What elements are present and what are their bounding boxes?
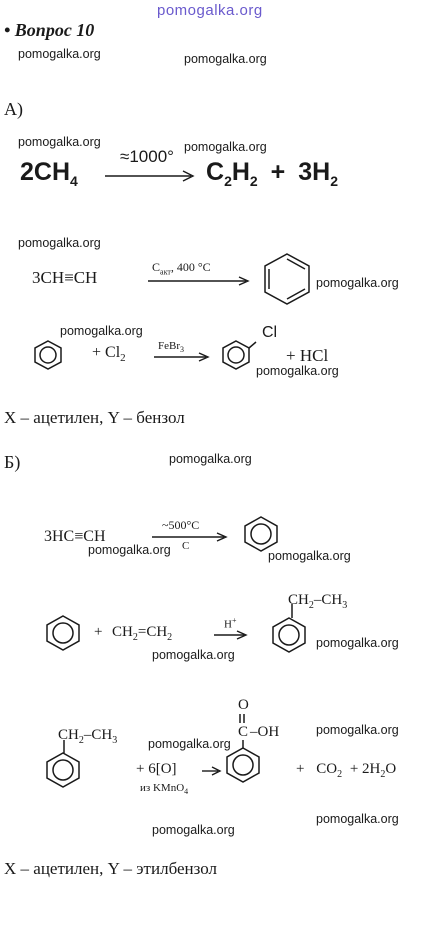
- a2-arrow: [148, 276, 250, 286]
- watermark: pomogalka.org: [184, 140, 267, 154]
- b2-substituent: CH2–CH3: [288, 592, 348, 611]
- a2-condition: Cакт, 400 °C: [152, 260, 211, 277]
- watermark: pomogalka.org: [60, 324, 143, 338]
- chlorobenzene-ring-icon: [222, 340, 257, 370]
- watermark: pomogalka.org: [148, 737, 231, 751]
- a3-reagent: + Cl2: [92, 344, 126, 365]
- watermark: pomogalka.org: [88, 543, 171, 557]
- answer-b: X – ацетилен, Y – этилбензол: [4, 859, 218, 878]
- watermark: pomogalka.org: [256, 364, 339, 378]
- watermark: pomogalka.org: [316, 636, 399, 650]
- a3-arrow: [154, 352, 210, 362]
- a1-condition: ≈1000°: [120, 147, 174, 166]
- a1-left: 2CH4: [20, 158, 78, 189]
- watermark: pomogalka.org: [316, 723, 399, 737]
- b2-arrow: [214, 630, 248, 640]
- b2-condition: H+: [224, 616, 237, 631]
- benzoic-acid-ring-icon: [226, 714, 260, 783]
- watermark-top[interactable]: pomogalka.org: [157, 2, 263, 19]
- benzene-ring-icon: [46, 615, 80, 651]
- a1-arrow: [105, 170, 195, 182]
- b3-oxidant: + 6[O]: [136, 761, 177, 777]
- watermark: pomogalka.org: [18, 236, 101, 250]
- watermark: pomogalka.org: [152, 823, 235, 837]
- b3-acid-carbon: C: [238, 724, 249, 740]
- a2-left: 3CH≡CH: [32, 268, 98, 287]
- b2-reagent: CH2=CH2: [112, 624, 173, 643]
- a1-products: C2H2 + 3H2: [206, 158, 338, 189]
- question-title: • Вопрос 10: [4, 20, 95, 40]
- b3-oxidant-note: из KMnO4: [140, 782, 189, 797]
- watermark: pomogalka.org: [152, 648, 235, 662]
- ethylbenzene-ring-icon: [46, 740, 80, 788]
- ethylbenzene-ring-icon: [272, 604, 306, 653]
- watermark: pomogalka.org: [316, 812, 399, 826]
- watermark: pomogalka.org: [18, 135, 101, 149]
- a3-product: + HCl: [286, 346, 329, 365]
- b1-condition-top: ~500°C: [162, 518, 200, 532]
- watermark: pomogalka.org: [316, 276, 399, 290]
- b3-products: + CO2 + 2H2O: [296, 761, 397, 780]
- b3-arrow: [202, 766, 222, 776]
- b1-arrow: [152, 532, 228, 542]
- section-b-label: Б): [4, 452, 21, 472]
- benzene-ring-icon: [244, 516, 278, 552]
- b3-substituent: CH2–CH3: [58, 727, 118, 746]
- a3-condition: FeBr3: [158, 340, 184, 355]
- watermark: pomogalka.org: [184, 52, 267, 66]
- benzene-ring-icon: [264, 253, 310, 305]
- a3-substituent: Cl: [262, 324, 278, 341]
- answer-a: X – ацетилен, Y – бензол: [4, 408, 185, 427]
- b2-plus: +: [94, 624, 103, 640]
- section-a-label: А): [4, 99, 23, 119]
- watermark: pomogalka.org: [18, 47, 101, 61]
- benzene-ring-icon: [34, 340, 62, 370]
- b1-left: 3HC≡CH: [44, 528, 106, 545]
- b3-acid-hydroxyl: –OH: [250, 724, 280, 740]
- b3-acid-oxygen: O: [238, 697, 249, 713]
- watermark: pomogalka.org: [169, 452, 252, 466]
- b1-condition-bottom: C: [182, 540, 190, 552]
- watermark: pomogalka.org: [268, 549, 351, 563]
